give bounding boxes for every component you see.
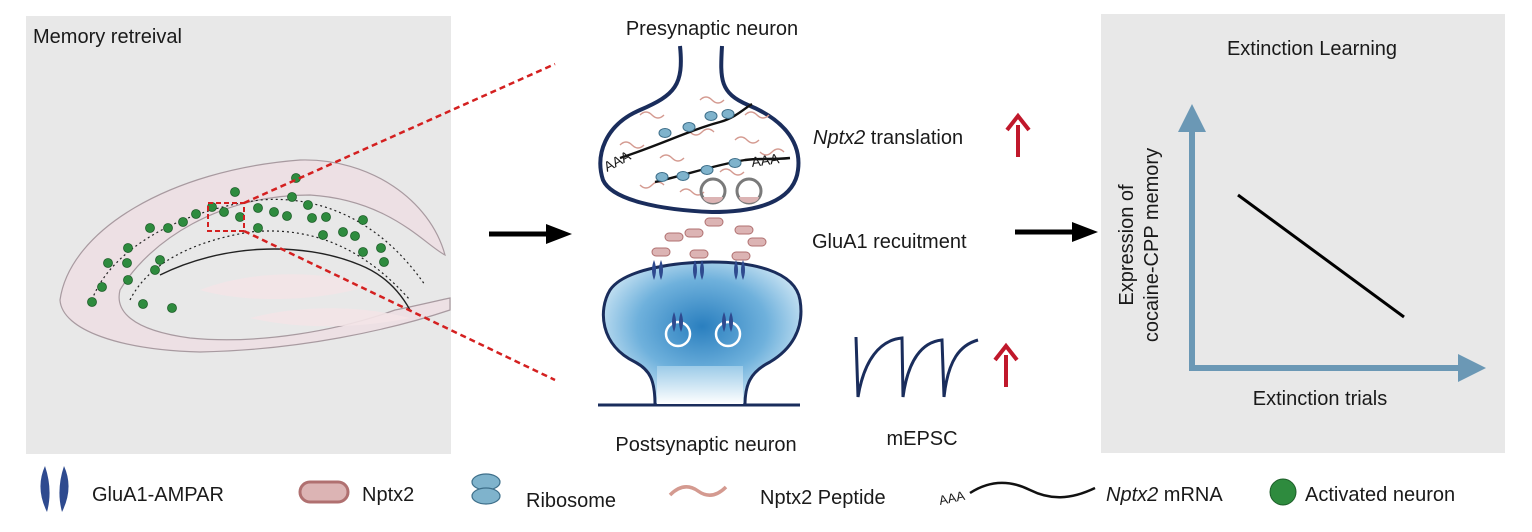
legend-label: GluA1-AMPAR <box>92 484 224 506</box>
activated-neuron <box>150 265 160 275</box>
legend-item-activated-neuron: Activated neuron <box>1269 478 1455 506</box>
legend-item-nptx2-peptide: Nptx2 Peptide <box>668 485 886 509</box>
legend-item-nptx2-mrna: AAA Nptx2 mRNA <box>938 481 1223 508</box>
y-axis-arrowhead <box>1178 104 1206 132</box>
activated-neuron <box>191 209 201 219</box>
nptx2-proteins <box>651 217 767 261</box>
legend-label: Activated neuron <box>1305 484 1455 506</box>
glua1-ampar-icon <box>40 466 69 512</box>
activated-neuron <box>376 243 386 253</box>
y-axis-label-line1: Expression of <box>1116 184 1138 306</box>
nptx2-translation-label: Nptx2 translation <box>813 127 963 149</box>
up-arrow-icon <box>993 342 1019 387</box>
activated-neuron <box>287 192 297 202</box>
x-axis-arrowhead <box>1458 354 1486 382</box>
activated-neuron <box>103 258 113 268</box>
synapse-diagram: Presynaptic neuron AAA AAA <box>598 18 1031 456</box>
legend-label: Nptx2 mRNA <box>1106 484 1223 506</box>
ribosome-icon <box>471 473 501 505</box>
activated-neurons <box>87 173 389 313</box>
activated-neuron <box>379 257 389 267</box>
legend-label: Nptx2 Peptide <box>760 487 886 509</box>
graph-axes <box>1178 104 1486 382</box>
nptx2-protein-icon <box>298 480 350 504</box>
activated-neuron <box>338 227 348 237</box>
surface-ampars <box>652 260 745 280</box>
activated-neuron <box>87 297 97 307</box>
arrow-right-icon <box>489 224 572 244</box>
postsynaptic-spine <box>601 260 803 407</box>
activated-neuron <box>138 299 148 309</box>
activated-neuron <box>155 255 165 265</box>
activated-neuron <box>358 247 368 257</box>
nptx2-mrna-strand <box>619 102 753 160</box>
mrna-polya-tail: AAA <box>750 150 781 170</box>
activated-neuron <box>167 303 177 313</box>
nptx2-peptide-icon <box>668 485 728 497</box>
right-panel-background <box>1101 14 1505 453</box>
postsynaptic-neck <box>657 366 743 404</box>
activated-neuron <box>123 275 133 285</box>
zoom-line-top <box>243 62 556 205</box>
activated-neuron <box>253 203 263 213</box>
up-arrow-icon <box>1005 112 1031 157</box>
mrna-polya-tail: AAA <box>938 488 967 508</box>
legend-item-glua1-ampar: GluA1-AMPAR <box>40 466 224 512</box>
activated-neuron <box>269 207 279 217</box>
hippocampus-drawing <box>59 159 451 353</box>
nptx2-peptides <box>619 96 785 196</box>
activated-neuron <box>163 223 173 233</box>
zoom-line-bottom <box>243 229 556 382</box>
legend-label: Ribosome <box>526 490 616 512</box>
activated-neuron-icon <box>1269 478 1297 506</box>
extinction-trend-line <box>1237 193 1405 319</box>
translation-text: translation <box>865 127 963 149</box>
mepsc-trace <box>854 336 979 398</box>
legend-item-ribosome: Ribosome <box>471 473 616 512</box>
left-panel-background <box>26 16 451 454</box>
legend: GluA1-AMPAR Nptx2 Ribosome Nptx2 Peptide… <box>40 466 1455 512</box>
postsynaptic-label: Postsynaptic neuron <box>615 434 796 456</box>
glua1-recruitment-label: GluA1 recuitment <box>812 231 967 253</box>
activated-neuron <box>358 215 368 225</box>
mrna-label-text: mRNA <box>1158 484 1223 506</box>
activated-neuron <box>303 200 313 210</box>
nptx2-mrna-icon: AAA <box>938 481 1096 508</box>
extinction-learning-panel: Extinction Learning Expression of cocain… <box>1101 14 1505 453</box>
legend-item-nptx2: Nptx2 <box>298 480 414 506</box>
activated-neuron <box>321 212 331 222</box>
activated-neuron <box>123 243 133 253</box>
legend-label: Nptx2 <box>362 484 414 506</box>
zoom-region-box <box>207 202 245 232</box>
ribosomes <box>655 109 742 182</box>
activated-neuron <box>219 207 229 217</box>
right-panel-title: Extinction Learning <box>1227 38 1397 60</box>
nptx2-gene-name: Nptx2 <box>813 127 865 149</box>
activated-neuron <box>145 223 155 233</box>
left-panel-title: Memory retreival <box>33 26 182 48</box>
y-axis-label-line2: cocaine-CPP memory <box>1141 148 1163 342</box>
activated-neuron <box>350 231 360 241</box>
presynaptic-label: Presynaptic neuron <box>626 18 798 40</box>
mepsc-label: mEPSC <box>886 428 957 450</box>
mrna-gene-name: Nptx2 <box>1106 484 1158 506</box>
activated-neuron <box>318 230 328 240</box>
activated-neuron <box>230 187 240 197</box>
x-axis-label: Extinction trials <box>1253 388 1388 410</box>
activated-neuron <box>253 223 263 233</box>
activated-neuron <box>178 217 188 227</box>
activated-neuron <box>282 211 292 221</box>
synaptic-vesicles <box>699 177 763 205</box>
activated-neuron <box>97 282 107 292</box>
activated-neuron <box>307 213 317 223</box>
arrow-right-icon <box>1015 222 1098 242</box>
memory-retrieval-panel: Memory retreival <box>26 16 451 454</box>
activated-neuron <box>122 258 132 268</box>
internalized-ampars <box>664 312 742 348</box>
